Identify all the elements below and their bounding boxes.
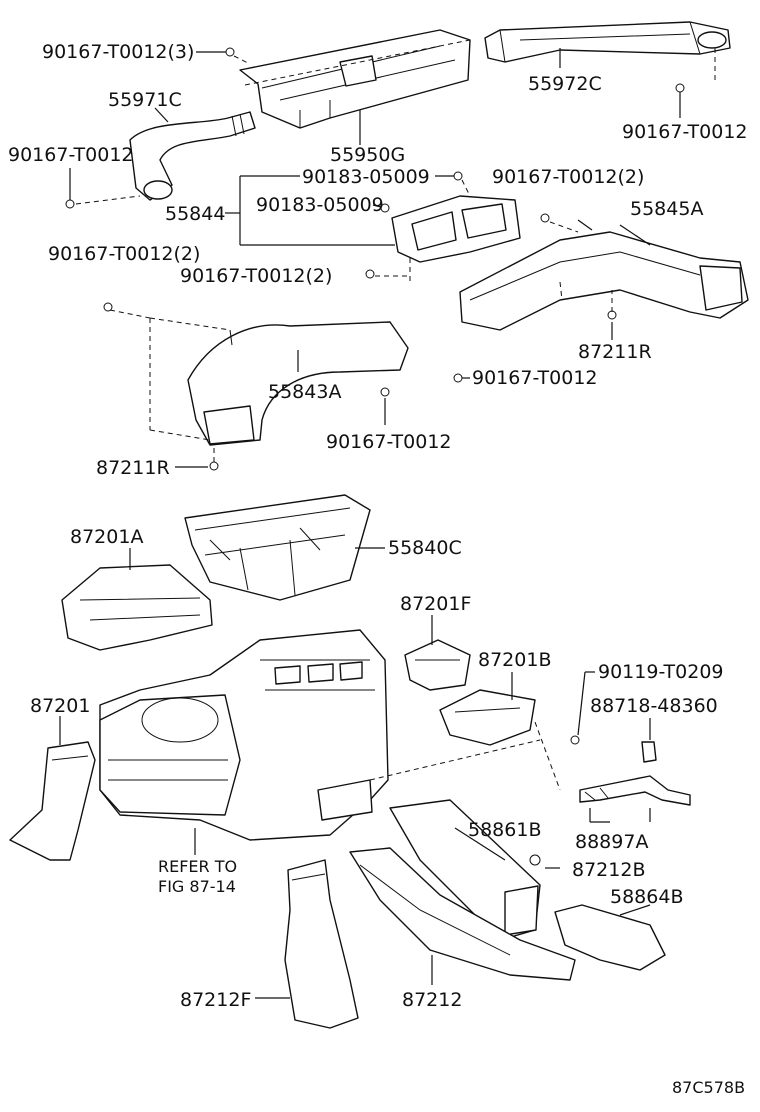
leader-lines — [59, 39, 716, 999]
label-90167-t0012-right: 90167-T0012 — [622, 121, 748, 143]
label-90167-t0012-low: 90167-T0012 — [326, 431, 452, 453]
duct-87212f[interactable] — [284, 859, 359, 1029]
label-55950g: 55950G — [330, 144, 405, 166]
label-87212f: 87212F — [180, 989, 251, 1011]
duct-55843a[interactable] — [187, 321, 409, 446]
label-87211r-left: 87211R — [96, 457, 170, 479]
duct-87201a[interactable] — [61, 564, 213, 651]
duct-58864b[interactable] — [554, 904, 666, 971]
label-90183-05009-a: 90183-05009 — [302, 166, 430, 188]
screw-fasteners — [65, 47, 685, 866]
label-87201a: 87201A — [70, 526, 143, 548]
duct-87201[interactable] — [9, 741, 96, 861]
label-87201f: 87201F — [400, 593, 471, 615]
label-58861b: 58861B — [468, 819, 541, 841]
duct-55971c[interactable] — [129, 111, 256, 201]
duct-55950g[interactable] — [239, 29, 471, 129]
duct-87212[interactable] — [349, 847, 576, 981]
duct-87201f[interactable] — [404, 639, 471, 691]
label-55971c: 55971C — [108, 89, 182, 111]
part-labels: 90167-T0012(3) 55972C 55971C 90167-T0012… — [8, 41, 748, 1097]
label-55845a: 55845A — [630, 198, 703, 220]
duct-55845a[interactable] — [459, 231, 749, 331]
label-88897a: 88897A — [575, 831, 648, 853]
refer-note-line1: REFER TO — [158, 857, 237, 876]
label-55972c: 55972C — [528, 73, 602, 95]
label-55844: 55844 — [165, 203, 225, 225]
label-87212: 87212 — [402, 989, 462, 1011]
diagram-ref-code: 87C578B — [672, 1078, 745, 1097]
label-55840c: 55840C — [388, 537, 462, 559]
label-88718-48360: 88718-48360 — [590, 695, 718, 717]
label-58864b: 58864B — [610, 886, 683, 908]
label-90183-05009-b: 90183-05009 — [256, 194, 384, 216]
label-90167-t0012-left: 90167-T0012 — [8, 144, 134, 166]
duct-58861b[interactable] — [389, 799, 541, 941]
label-55843a: 55843A — [268, 381, 341, 403]
label-90167-t0012-mid: 90167-T0012 — [472, 367, 598, 389]
register-55840c[interactable] — [184, 494, 371, 601]
label-90167-t0012-2-a: 90167-T0012(2) — [492, 166, 644, 188]
sensor-88718-48360[interactable] — [641, 741, 657, 763]
label-90167-t0012-3: 90167-T0012(3) — [42, 41, 194, 63]
label-90167-t0012-2-c: 90167-T0012(2) — [180, 265, 332, 287]
duct-87201b[interactable] — [439, 689, 536, 746]
hvac-unit-assembly[interactable] — [99, 629, 389, 841]
label-90119-t0209: 90119-T0209 — [598, 661, 724, 683]
hose-88897a[interactable] — [579, 775, 691, 806]
vent-55844[interactable] — [391, 195, 521, 263]
label-87201b: 87201B — [478, 649, 551, 671]
label-90167-t0012-2-b: 90167-T0012(2) — [48, 243, 200, 265]
refer-note-line2: FIG 87-14 — [158, 877, 236, 896]
duct-55972c[interactable] — [484, 21, 731, 63]
label-87211r-right: 87211R — [578, 341, 652, 363]
label-87212b: 87212B — [572, 859, 645, 881]
label-87201: 87201 — [30, 695, 90, 717]
